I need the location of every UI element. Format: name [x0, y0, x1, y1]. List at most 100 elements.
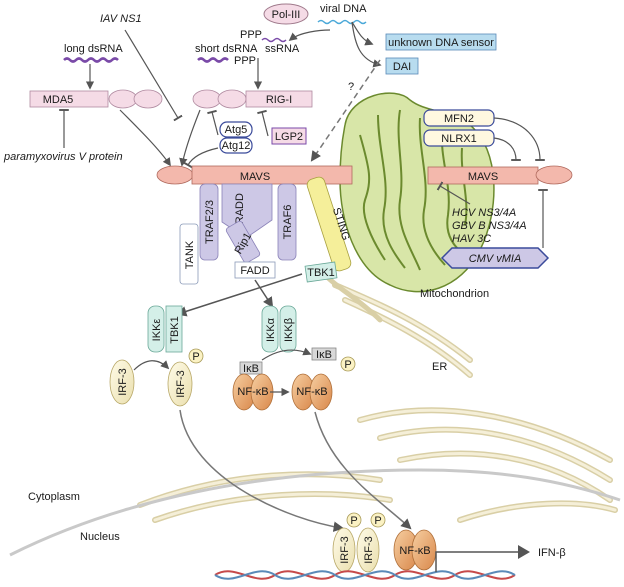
p-irf-circle	[188, 348, 204, 364]
arrow-ifnb	[435, 551, 518, 572]
hav-label: HAV 3C	[452, 233, 491, 245]
tbk1-left-label: TBK1	[169, 316, 181, 344]
cmv-vmia-label: CMV vMIA	[469, 253, 522, 265]
arrow-mda5-mavs	[119, 109, 171, 167]
er-membranes-inner	[138, 283, 617, 522]
long-dsrna-label: long dsRNA	[64, 43, 123, 55]
gbv-label: GBV B NS3/4A	[452, 220, 527, 232]
ikb-b-box	[311, 347, 337, 361]
irf3-a-shape	[109, 359, 135, 405]
irf3-n2-label: IRF-3	[363, 536, 375, 564]
nuclear-envelope	[9, 468, 621, 557]
irf3-n1-label: IRF-3	[339, 536, 351, 564]
mfn2-label: MFN2	[444, 113, 474, 125]
arrow-dna-to-dai	[351, 21, 382, 68]
inhibit-atg-rigi	[207, 109, 219, 136]
ikb-a-box	[239, 361, 263, 375]
arrow-dna-to-pol3	[288, 29, 331, 42]
arrow-irf-to-nucleus	[179, 409, 345, 532]
ppp-mid-label: PPP	[234, 55, 256, 67]
rigi-label: RIG-I	[266, 94, 292, 106]
p-ikb-label: P	[344, 359, 351, 371]
sting-box	[306, 176, 352, 272]
inhibit-atg-mavs	[183, 147, 219, 169]
tank-label: TANK	[184, 240, 196, 269]
unknown-dna-sensor-label: unknown DNA sensor	[388, 37, 494, 49]
ssrna-strand	[261, 37, 287, 43]
ikkb-box	[279, 305, 297, 353]
ikka-label: IKKα	[265, 317, 277, 342]
inhibit-nlrx1-mavs	[493, 137, 521, 161]
paramyxovirus-label: paramyxovirus V protein	[3, 151, 123, 163]
inhibit-lgp2-rigi	[257, 109, 269, 137]
viral-dna-strand	[317, 19, 367, 25]
tbk1-left-box	[165, 305, 183, 353]
dai-label: DAI	[393, 61, 411, 73]
p-n1-circle	[346, 512, 362, 528]
inhibit-mfn2-mavs	[493, 117, 545, 161]
mavs-left-label: MAVS	[240, 171, 270, 183]
dna-helix	[214, 570, 516, 580]
nfkb-a-shape	[232, 373, 274, 411]
arrow-dna-to-sensor	[351, 21, 374, 46]
arrow-ifnb-head	[518, 545, 530, 559]
atg5-box	[219, 121, 253, 138]
arrow-rigi-mavs	[179, 109, 201, 167]
fadd-box	[234, 261, 276, 279]
arrow-ikb-release	[261, 347, 312, 361]
traf6-box	[277, 183, 297, 261]
lgp2-box	[271, 127, 307, 145]
p-irf-label: P	[192, 351, 199, 363]
traf23-label: TRAF2/3	[204, 200, 216, 244]
ikke-box	[147, 305, 165, 353]
nucleus-label: Nucleus	[80, 531, 120, 543]
unknown-dna-sensor-box	[385, 33, 497, 51]
dashed-arrow-to-mavs	[310, 59, 381, 162]
ikkb-label: IKKβ	[283, 318, 295, 342]
mitochondrion-label: Mitochondrion	[420, 288, 489, 300]
pol3-label: Pol-III	[272, 9, 301, 21]
atg12-label: Atg12	[222, 140, 251, 152]
ikka-box	[261, 305, 279, 353]
rip1-box	[225, 220, 261, 264]
irf3-b-label: IRF-3	[175, 370, 187, 398]
nfkb-n-shape	[393, 529, 437, 571]
mito-er-contact	[322, 272, 383, 323]
atg12-box	[219, 137, 253, 154]
p-n2-label: P	[374, 515, 381, 527]
ikke-label: IKKε	[151, 319, 163, 342]
irf3-b-shape	[167, 361, 193, 407]
pol3-node	[263, 3, 309, 25]
nfkb-a-label: NF-κB	[237, 386, 268, 398]
p-ikb-circle	[340, 356, 356, 372]
ifnb-label: IFN-β	[538, 547, 566, 559]
question-mark: ?	[348, 81, 354, 93]
irf3-n2-shape	[356, 527, 380, 573]
tbk1-mid-label: TBK1	[307, 267, 335, 279]
tradd-label: TRADD	[234, 193, 246, 231]
arrow-tbk1-to-ikke	[176, 273, 303, 317]
short-dsrna-label: short dsRNA	[195, 43, 258, 55]
cmv-vmia-shape	[440, 247, 550, 269]
dai-box	[385, 57, 419, 75]
fadd-label: FADD	[240, 265, 269, 277]
tank-box	[179, 223, 199, 285]
ssrna-label: ssRNA	[265, 43, 300, 55]
hcv-label: HCV NS3/4A	[452, 207, 516, 219]
mavs-right-label: MAVS	[468, 171, 498, 183]
tbk1-mid-box	[304, 261, 338, 283]
nfkb-b-shape	[291, 373, 333, 411]
short-dsrna-strand	[197, 57, 229, 63]
traf6-label: TRAF6	[282, 205, 294, 240]
ikb-b-label: IκB	[316, 349, 332, 361]
arrow-irf-phospho	[133, 360, 170, 371]
nlrx1-label: NLRX1	[441, 133, 476, 145]
cytoplasm-label: Cytoplasm	[28, 491, 80, 503]
mda5-label: MDA5	[43, 94, 74, 106]
rigi-protein	[192, 89, 313, 109]
arrow-nfkb-to-nucleus	[314, 411, 412, 530]
atg5-label: Atg5	[225, 124, 248, 136]
viral-dna-label: viral DNA	[320, 3, 367, 15]
p-n1-label: P	[350, 515, 357, 527]
